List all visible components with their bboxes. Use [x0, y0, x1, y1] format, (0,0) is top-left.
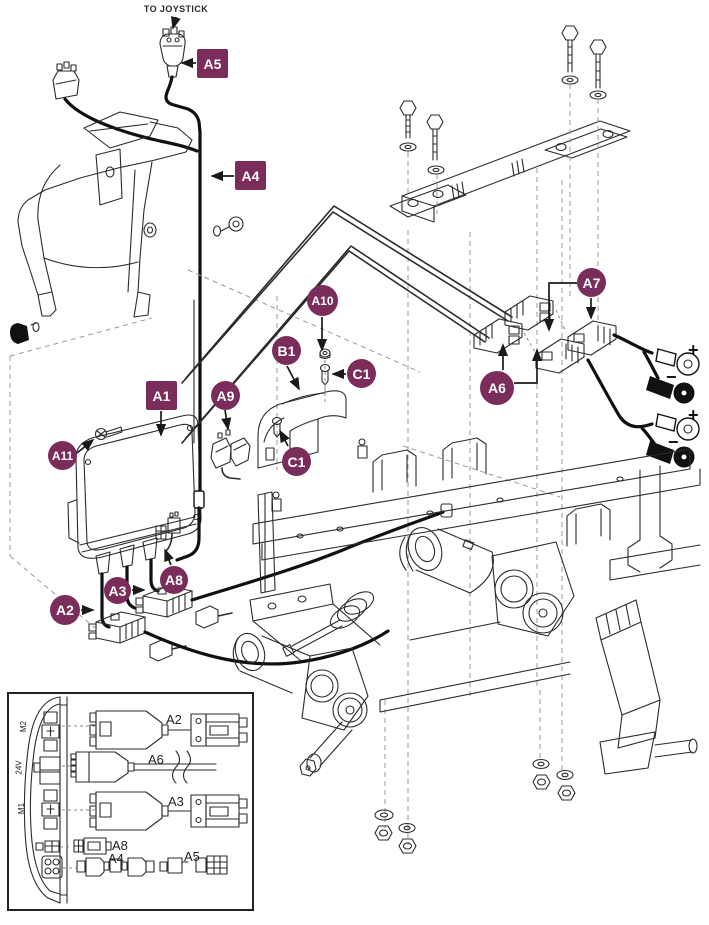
- callout-A9: A9: [211, 381, 240, 410]
- callout-A5: A5: [197, 49, 228, 78]
- inset-port-label-24v: 24V: [14, 760, 24, 775]
- motor-connector-a2: [89, 612, 145, 643]
- callout-A1: A1: [146, 381, 177, 410]
- b1-bracket: [258, 391, 346, 468]
- battery-negative-sign-1: −: [666, 367, 677, 387]
- callout-C1-lower: C1: [282, 447, 311, 476]
- connector-a6-lower: [474, 319, 522, 353]
- inset-box: [8, 693, 253, 910]
- inset-harness-label-a4: A4: [108, 851, 124, 866]
- callout-A10: A10: [307, 285, 338, 316]
- a11-screw: [96, 427, 123, 440]
- c1-screw-lower: [273, 418, 282, 438]
- inset-harness-label-a6: A6: [148, 752, 164, 767]
- connector-a6-upper: [505, 296, 553, 330]
- battery-leads: [588, 335, 699, 468]
- inset-harness-label-a8: A8: [112, 838, 128, 853]
- c1-screw-upper: [321, 365, 330, 403]
- a9-connector: [211, 430, 250, 479]
- connector-a7-lower: [536, 339, 584, 373]
- connector-a7-upper: [568, 321, 616, 355]
- bottom-fasteners: [375, 760, 575, 854]
- battery-negative-sign-2: −: [668, 432, 679, 452]
- callout-A4: A4: [235, 161, 266, 190]
- callout-arrows: [77, 57, 597, 616]
- aux-connector-top-left: [53, 62, 197, 151]
- joystick-harness-a4: [194, 132, 200, 447]
- panel-guides: [10, 270, 560, 628]
- callout-A11: A11: [48, 441, 77, 470]
- mating-guide-2: [524, 333, 535, 352]
- battery-harness-runs: [182, 206, 512, 443]
- callout-A2: A2: [50, 595, 80, 625]
- callout-C1-upper: C1: [347, 359, 376, 388]
- controller-module: [68, 415, 201, 574]
- joystick-connector: [160, 15, 200, 132]
- inset-port-label-m2: M2: [19, 720, 29, 733]
- inset-harness-label-a5: A5: [184, 849, 200, 864]
- inset-harness-label-a2: A2: [166, 712, 182, 727]
- callout-A6: A6: [480, 371, 514, 405]
- battery-positive-sign-1: +: [688, 340, 699, 360]
- mating-guide-1: [556, 310, 566, 332]
- callout-A7: A7: [577, 268, 606, 297]
- inset-port-label-m1: M1: [17, 802, 27, 815]
- callout-A3: A3: [104, 577, 131, 604]
- motor-right: [400, 523, 574, 636]
- a8-connector: [156, 512, 180, 551]
- battery-positive-sign-2: +: [688, 405, 699, 425]
- motor-harness-cables: [145, 504, 452, 664]
- chassis-frame: [250, 438, 700, 774]
- callout-B1: B1: [272, 336, 301, 365]
- seat-bracket: [10, 112, 243, 344]
- mounting-bracket-assembly: [385, 26, 630, 845]
- motor-left: [230, 587, 377, 776]
- inset-harness-label-a3: A3: [168, 794, 184, 809]
- callout-A8: A8: [160, 566, 188, 594]
- motor-lead-plugs: [150, 606, 232, 661]
- to-joystick-label: TO JOYSTICK: [143, 4, 209, 14]
